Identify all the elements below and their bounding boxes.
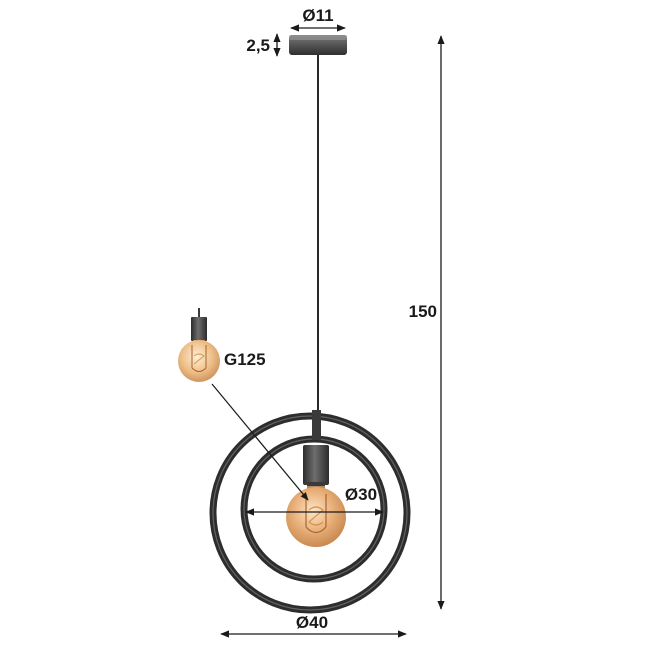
total-height-dimension: 150 (409, 35, 445, 610)
bulb-leader-line (211, 383, 309, 501)
ceiling-canopy-icon (289, 35, 347, 55)
outer-ring-diameter-label: Ø40 (296, 613, 328, 632)
bulb-reference-icon (178, 308, 220, 382)
canopy-height-dimension: 2,5 (246, 33, 281, 57)
inner-ring-diameter-dimension: Ø30 (245, 485, 384, 516)
canopy-height-label: 2,5 (246, 36, 270, 55)
filament-bulb-icon (286, 486, 346, 547)
bulb-type-label: G125 (224, 350, 266, 369)
inner-ring-diameter-label: Ø30 (345, 485, 377, 504)
lamp-socket-icon (303, 445, 329, 488)
total-height-label: 150 (409, 302, 437, 321)
ring-connector (312, 410, 321, 440)
canopy-diameter-dimension: Ø11 (290, 6, 346, 32)
canopy-diameter-label: Ø11 (302, 6, 333, 25)
outer-ring-diameter-dimension: Ø40 (220, 613, 407, 638)
